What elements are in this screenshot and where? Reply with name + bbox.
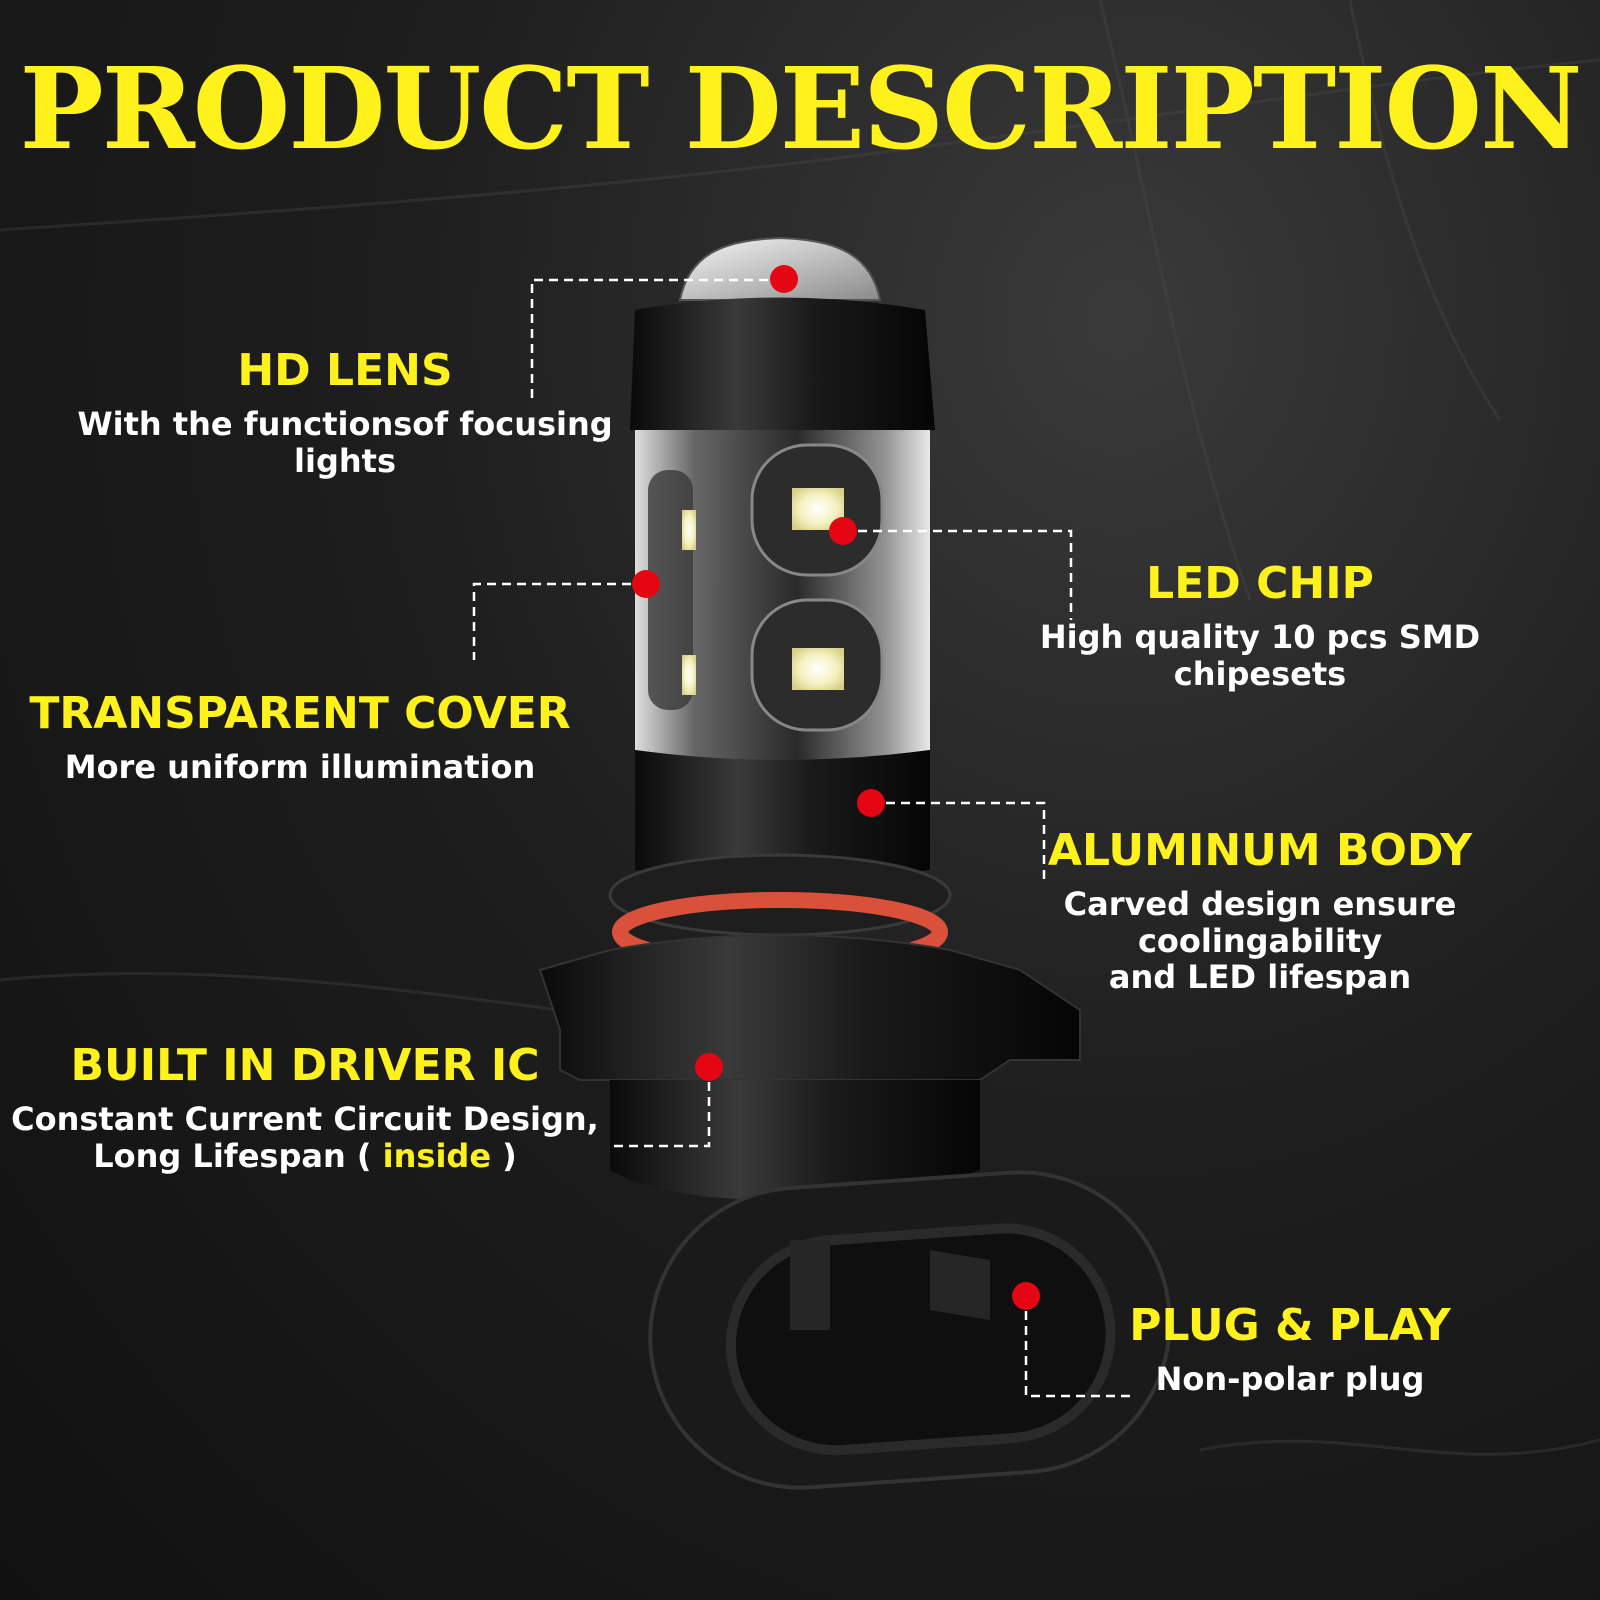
- marker-hd-lens: [770, 265, 798, 293]
- marker-aluminum-body: [857, 789, 885, 817]
- description-text: Long Lifespan (: [93, 1136, 372, 1175]
- callout-description: More uniform illumination: [64, 747, 536, 786]
- callout-heading: PLUG & PLAY: [1129, 1300, 1451, 1351]
- callout-aluminum-body: ALUMINUM BODY Carved design ensure cooli…: [940, 825, 1580, 996]
- callout-heading: BUILT IN DRIVER IC: [70, 1040, 540, 1091]
- page-title: PRODUCT DESCRIPTION: [19, 44, 1582, 175]
- highlight-text: inside: [382, 1136, 492, 1175]
- top-cap: [630, 297, 935, 438]
- callout-description: Non-polar plug: [1155, 1359, 1425, 1398]
- leader-line-aluminum-body: [871, 801, 1046, 880]
- callout-transparent-cover: TRANSPARENT COVER More uniform illuminat…: [20, 688, 580, 786]
- callout-description-line: Constant Current Circuit Design,: [11, 1099, 599, 1138]
- callout-hd-lens: HD LENS With the functionsof focusing li…: [30, 345, 660, 479]
- description-text: ): [502, 1136, 517, 1175]
- callout-description-line: Carved design ensure coolingability: [1063, 884, 1457, 960]
- mounting-flange: [538, 934, 1081, 1081]
- callout-driver-ic: BUILT IN DRIVER IC Constant Current Circ…: [10, 1040, 600, 1174]
- callout-led-chip: LED CHIP High quality 10 pcs SMD chipese…: [955, 558, 1565, 692]
- connector-neck: [610, 1080, 980, 1200]
- callout-heading: TRANSPARENT COVER: [29, 688, 571, 739]
- leader-line-led-chip: [843, 529, 1073, 620]
- leader-line-plug-play: [1024, 1296, 1135, 1398]
- marker-plug-play: [1012, 1282, 1040, 1310]
- callout-description-line: and LED lifespan: [1108, 958, 1412, 997]
- callout-description: High quality 10 pcs SMD chipesets: [1039, 617, 1481, 693]
- callout-heading: LED CHIP: [1146, 558, 1374, 609]
- marker-led-chip: [829, 517, 857, 545]
- aluminum-body: [635, 750, 930, 878]
- leader-line-hd-lens: [530, 278, 785, 398]
- marker-transparent-cover: [632, 570, 660, 598]
- callout-description: Carved design ensure coolingability and …: [940, 884, 1580, 997]
- callout-heading: HD LENS: [237, 345, 453, 396]
- marker-driver-ic: [695, 1053, 723, 1081]
- callout-description: Constant Current Circuit Design, Long Li…: [10, 1099, 600, 1175]
- callout-description: With the functionsof focusing lights: [77, 404, 613, 480]
- leader-line-transparent-cover: [472, 582, 646, 660]
- connector-plug: [648, 1170, 1172, 1490]
- callout-heading: ALUMINUM BODY: [1047, 825, 1473, 876]
- callout-plug-play: PLUG & PLAY Non-polar plug: [1110, 1300, 1470, 1398]
- leader-line-driver-ic: [612, 1067, 711, 1148]
- callout-description-line: Long Lifespan ( inside ): [10, 1136, 600, 1175]
